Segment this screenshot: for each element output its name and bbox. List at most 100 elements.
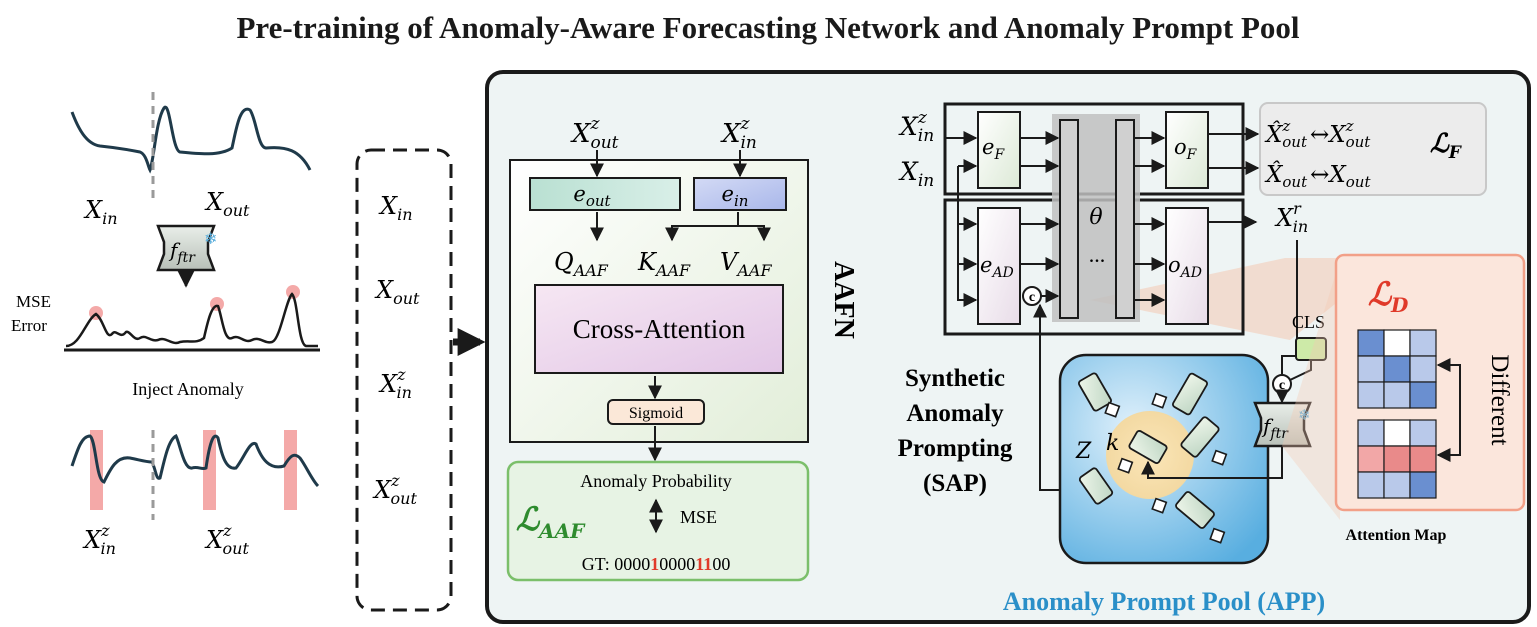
prompt-token — [1078, 467, 1114, 505]
prompt-tokens — [1078, 372, 1220, 529]
key-token — [1151, 497, 1168, 514]
attention-cell — [1383, 381, 1411, 409]
attention-cell — [1409, 445, 1437, 473]
prompt-token — [1172, 372, 1208, 416]
sap-line-4: (SAP) — [923, 470, 987, 497]
e-f-label: eF — [982, 135, 1005, 163]
arrow-to-v — [738, 225, 771, 242]
prompt-token-selected — [1128, 430, 1168, 464]
attention-cell — [1357, 419, 1385, 447]
feature-extractor-block — [156, 224, 216, 272]
o-f-block — [1165, 111, 1209, 189]
gt-sequence: GT: 0000100001100 — [582, 554, 731, 574]
attention-frozen-snowflake-icon: ❄ — [1298, 408, 1311, 424]
attention-cell — [1383, 355, 1411, 383]
concat-node-cls-label: c — [1279, 378, 1285, 393]
key-tokens — [1104, 392, 1228, 544]
o-ad-block — [1165, 207, 1209, 325]
x-in-label: Xin — [83, 196, 118, 228]
mse-error-curve — [65, 292, 318, 348]
loss-f-label: ℒF — [1430, 129, 1463, 163]
error-label: Error — [11, 316, 47, 335]
prompt-token — [1180, 416, 1220, 458]
o-ad-label: oAD — [1168, 253, 1202, 281]
aafn-label: AAFN — [828, 261, 859, 339]
k-aaf-label: KAAF — [637, 248, 691, 280]
attention-feature-extractor — [1253, 401, 1312, 448]
x-in-to-e-ad-3 — [957, 264, 978, 307]
layers-ellipsis: ... — [1089, 242, 1106, 267]
key-token — [1104, 401, 1121, 418]
e-ad-block — [977, 207, 1021, 325]
attention-map-top — [1357, 329, 1437, 409]
loss-d-label: ℒD — [1368, 275, 1409, 317]
backbone-layer-1 — [1059, 119, 1079, 319]
sap-app-module: Synthetic Anomaly Prompting (SAP) Z k An… — [898, 303, 1325, 616]
k-label: k — [1106, 431, 1119, 456]
loss-aaf-label: ℒAAF — [516, 500, 586, 543]
e-f-block — [977, 111, 1021, 189]
attention-cell — [1409, 381, 1437, 409]
mse-loss-label: MSE — [680, 507, 717, 527]
x-out-label: Xout — [204, 188, 250, 220]
anomaly-band-3 — [284, 430, 297, 510]
frozen-snowflake-icon: ❄ — [204, 231, 217, 248]
attention-cell — [1357, 381, 1385, 409]
v-aaf-label: VAAF — [720, 248, 772, 280]
anomaly-probability-label: Anomaly Probability — [580, 471, 732, 491]
sap-line-2: Anomaly — [906, 400, 1004, 427]
attention-cell — [1383, 471, 1411, 499]
forecast-pair-2: X̂out↔Xout — [1264, 162, 1371, 191]
cross-attention-block — [534, 284, 784, 374]
attention-cell — [1409, 419, 1437, 447]
key-token — [1151, 392, 1168, 409]
arrow-to-k — [665, 212, 739, 242]
o-f-label: oF — [1174, 135, 1198, 163]
sap-line-3: Prompting — [898, 435, 1013, 462]
forecast-loss-box — [1259, 102, 1487, 196]
mse-label: MSE — [16, 292, 51, 311]
sap-line-1: Synthetic — [905, 365, 1005, 392]
z-label: Z — [1075, 439, 1092, 464]
key-token — [1209, 527, 1226, 544]
series-curve-top — [70, 105, 312, 174]
backbone-layer-n — [1115, 119, 1135, 319]
e-ad-label: eAD — [980, 253, 1014, 281]
inject-anomaly-label: Inject Anomaly — [132, 379, 243, 399]
attention-cell — [1357, 445, 1385, 473]
prompt-token — [1078, 372, 1112, 412]
e-in-block — [693, 177, 787, 211]
cls-label: CLS — [1292, 312, 1325, 332]
app-label: Anomaly Prompt Pool (APP) — [1003, 587, 1325, 616]
cross-attention-label: Cross-Attention — [573, 314, 746, 344]
attention-cell — [1383, 419, 1411, 447]
attention-cell — [1409, 471, 1437, 499]
attention-cell — [1383, 329, 1411, 357]
sigmoid-block — [607, 399, 705, 425]
q-aaf-label: QAAF — [554, 248, 609, 280]
sigmoid-label: Sigmoid — [629, 405, 683, 422]
reconstruction-to-ftr — [1281, 240, 1298, 374]
attention-module: CLS c fftr ❄ ℒD Different Attention Map — [1253, 240, 1526, 544]
attention-cell — [1357, 329, 1385, 357]
e-out-label: eout — [573, 182, 611, 210]
attention-cell — [1383, 445, 1411, 473]
ftr-to-map-wedge — [1282, 260, 1340, 520]
concat-node-ead-label: c — [1029, 290, 1035, 305]
diagram-title: Pre-training of Anomaly-Aware Forecastin… — [236, 10, 1299, 45]
attention-cell — [1409, 355, 1437, 383]
e-out-block — [529, 177, 681, 211]
theta-label: θ — [1089, 205, 1102, 230]
cls-to-concat — [1289, 360, 1312, 381]
attention-map-bottom — [1357, 419, 1437, 499]
attention-highlight-wedge — [1090, 258, 1340, 340]
